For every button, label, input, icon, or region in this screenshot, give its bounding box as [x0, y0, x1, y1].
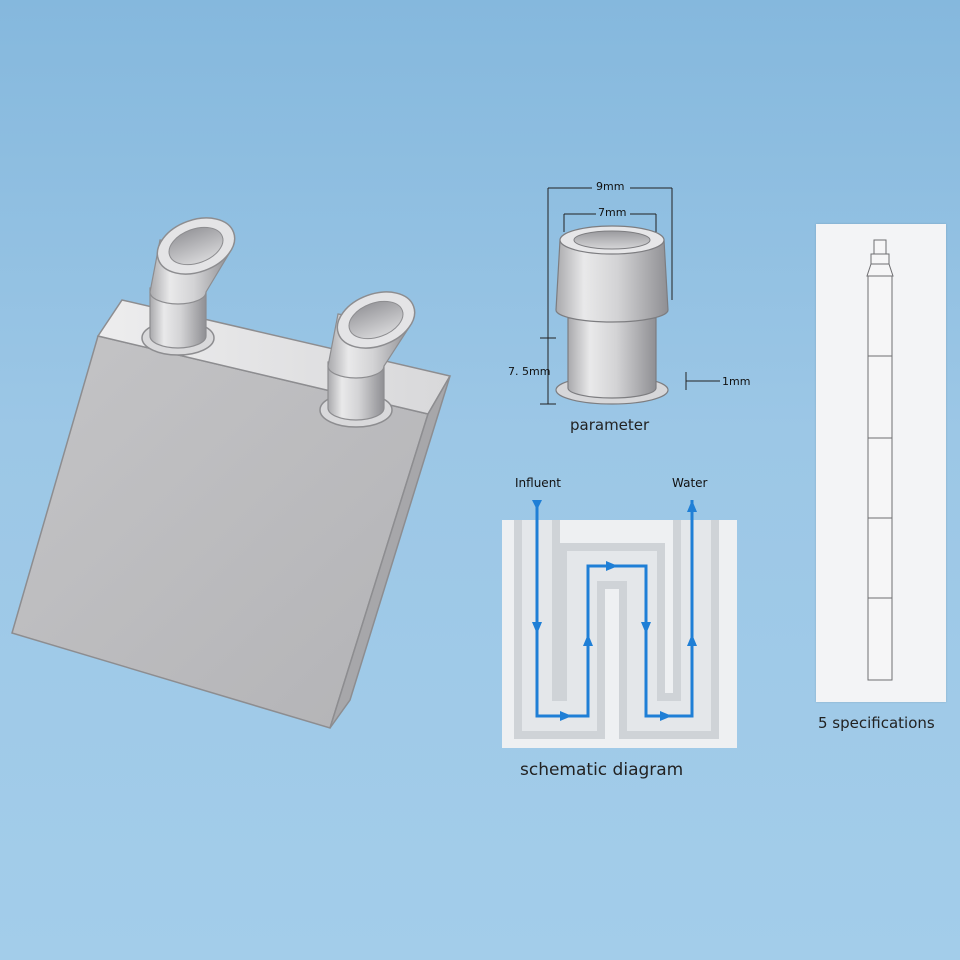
flow-arrow-up-1 [583, 634, 593, 646]
probe-segment-marks [868, 355, 892, 599]
probe-neck [870, 253, 890, 265]
probe-shaft [867, 275, 893, 681]
flow-arrow-right-bottom-2 [660, 711, 672, 721]
outlet-label: Water [672, 476, 708, 490]
cooling-block-nozzle-left [141, 217, 236, 356]
parameter-caption: parameter [570, 416, 650, 434]
flow-arrows [532, 500, 697, 721]
probe-tip [873, 239, 887, 255]
cooling-block-nozzle-right [319, 291, 416, 428]
dimension-lines [540, 187, 720, 405]
specifications-caption: 5 specifications [818, 714, 935, 732]
schematic-caption: schematic diagram [520, 760, 684, 780]
dimension-flange: 1mm [722, 375, 751, 388]
dimension-outer-width: 9mm [596, 180, 625, 193]
dimension-inner-width: 7mm [598, 206, 627, 219]
nozzle-part [555, 225, 669, 405]
flow-arrow-down-inlet [532, 500, 542, 510]
flow-arrow-up-2 [687, 634, 697, 646]
flow-arrow-right-bottom-1 [560, 711, 572, 721]
flow-arrow-down-mid [532, 622, 542, 634]
inlet-label: Influent [515, 476, 562, 490]
probe-taper [866, 263, 894, 277]
flow-arrow-up-outlet [687, 500, 697, 512]
flow-arrow-right-top [606, 561, 618, 571]
dimension-height: 7. 5mm [508, 365, 551, 378]
flow-arrow-down-2 [641, 622, 651, 634]
